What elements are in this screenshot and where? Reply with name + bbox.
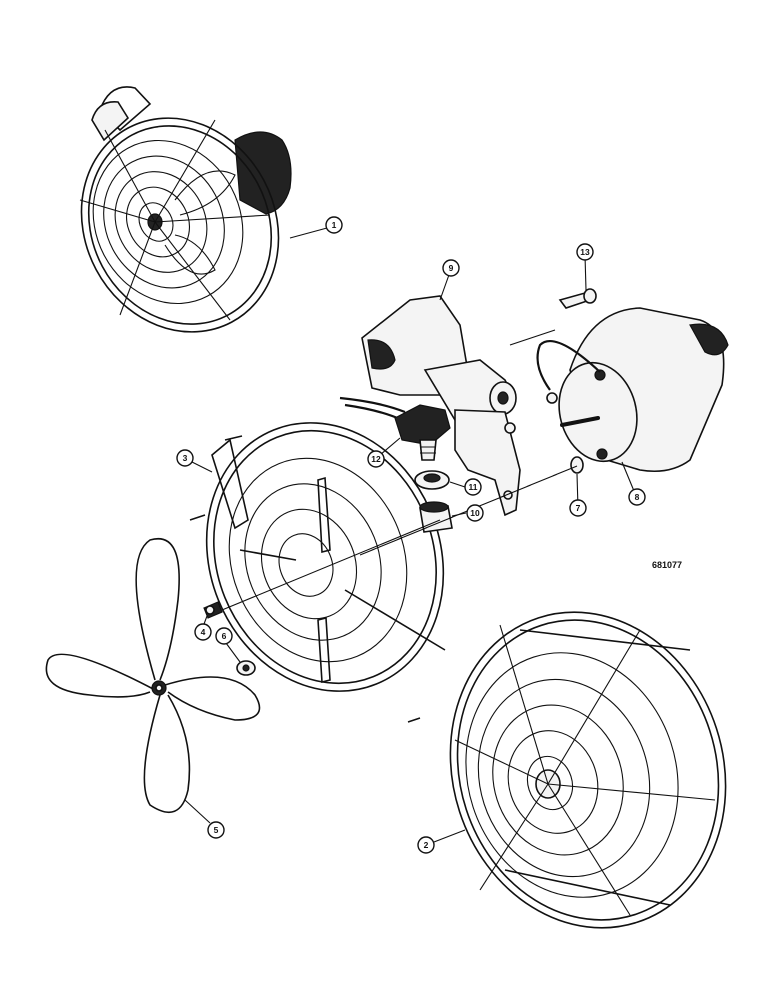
- front-guard: [449, 611, 727, 929]
- callout-3: 3: [176, 449, 194, 467]
- leader-lines: [184, 227, 635, 843]
- callout-8: 8: [628, 488, 646, 506]
- svg-text:9: 9: [449, 263, 454, 273]
- callout-6: 6: [215, 627, 233, 645]
- callout-4: 4: [194, 623, 212, 641]
- svg-text:8: 8: [635, 492, 640, 502]
- svg-text:10: 10: [470, 508, 480, 518]
- hardware: [203, 288, 597, 676]
- fan-blade: [45, 538, 261, 814]
- svg-text:3: 3: [183, 453, 188, 463]
- svg-text:11: 11: [469, 482, 478, 492]
- drawing-number: 681077: [652, 560, 682, 570]
- svg-text:2: 2: [424, 840, 429, 850]
- svg-text:6: 6: [222, 631, 227, 641]
- callout-2: 2: [417, 836, 435, 854]
- svg-text:7: 7: [576, 503, 581, 513]
- assembled-fan: [79, 86, 292, 333]
- svg-text:4: 4: [201, 627, 206, 637]
- callout-9: 9: [442, 259, 460, 277]
- svg-text:12: 12: [371, 454, 381, 464]
- switch: [394, 404, 451, 461]
- callout-1: 1: [325, 216, 343, 234]
- motor-bracket: [361, 295, 521, 517]
- rear-guard: [189, 422, 446, 723]
- svg-text:5: 5: [214, 825, 219, 835]
- callout-10: 10: [466, 504, 484, 522]
- callout-7: 7: [569, 499, 587, 517]
- callout-13: 13: [576, 243, 594, 261]
- callout-11: 11: [464, 478, 482, 496]
- svg-text:1: 1: [332, 220, 337, 230]
- callout-5: 5: [207, 821, 225, 839]
- callout-12: 12: [367, 450, 385, 468]
- wiring-harness: [339, 396, 406, 422]
- motor: [536, 307, 729, 473]
- svg-text:13: 13: [580, 247, 590, 257]
